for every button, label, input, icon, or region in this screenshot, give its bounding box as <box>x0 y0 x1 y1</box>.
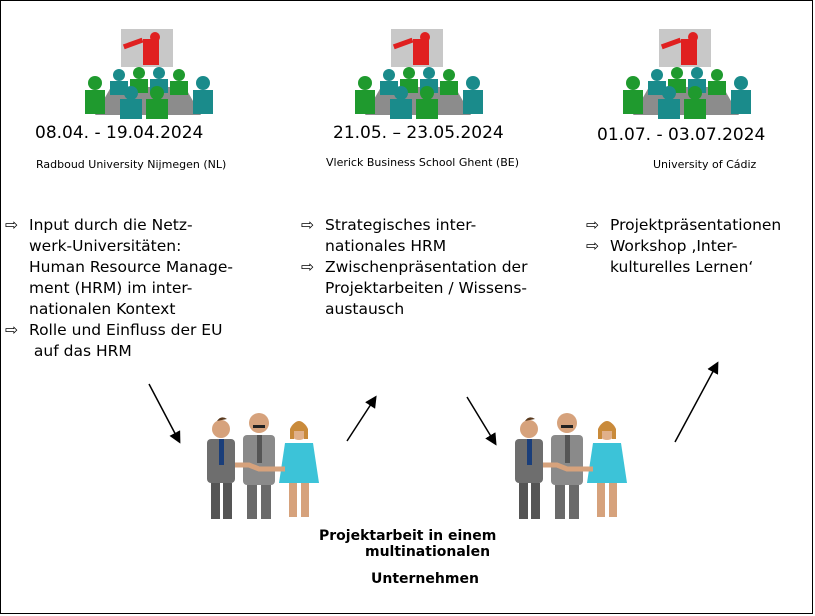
session-3-date: 01.07. - 03.07.2024 <box>597 125 766 145</box>
meeting-clipart-icon <box>355 29 483 119</box>
arrow-up-right-icon <box>674 361 719 443</box>
arrow-right-icon: ⇨ <box>301 216 314 234</box>
topic-item: ⇨Projektpräsentationen <box>586 216 782 234</box>
session-3-topics: ⇨Projektpräsentationen ⇨Workshop ‚Inter-… <box>586 215 781 278</box>
session-2-topics: ⇨Strategisches inter- nationales HRM ⇨Zw… <box>301 215 527 320</box>
caption-line-1: Projektarbeit in einem <box>319 528 497 544</box>
business-people-icon <box>207 413 319 519</box>
session-3-venue: University of Cádiz <box>653 158 757 171</box>
arrow-up-right-icon <box>346 395 377 442</box>
session-2-date: 21.05. – 23.05.2024 <box>333 123 504 143</box>
session-2-venue: Vlerick Business School Ghent (BE) <box>326 156 519 169</box>
topic-item: ⇨Workshop ‚Inter- kulturelles Lernen‘ <box>586 237 754 276</box>
arrow-right-icon: ⇨ <box>5 216 18 234</box>
topic-item: ⇨Input durch die Netz- werk-Universitäte… <box>5 216 233 318</box>
topic-item: ⇨Rolle und Einfluss der EU auf das HRM <box>5 321 223 360</box>
session-1-venue: Radboud University Nijmegen (NL) <box>36 158 227 171</box>
meeting-clipart-icon <box>85 29 213 119</box>
session-1-topics: ⇨Input durch die Netz- werk-Universitäte… <box>5 215 233 362</box>
arrow-right-icon: ⇨ <box>5 321 18 339</box>
arrow-right-icon: ⇨ <box>586 237 599 255</box>
business-people-icon <box>515 413 627 519</box>
caption-line-3: Unternehmen <box>371 571 479 587</box>
topic-item: ⇨Zwischenpräsentation der Projektarbeite… <box>301 258 528 318</box>
arrow-right-icon: ⇨ <box>301 258 314 276</box>
arrow-down-right-icon <box>148 383 181 444</box>
caption-line-2: multinationalen <box>365 544 491 560</box>
arrow-down-right-icon <box>466 396 497 446</box>
meeting-clipart-icon <box>623 29 751 119</box>
arrow-right-icon: ⇨ <box>586 216 599 234</box>
session-1-date: 08.04. - 19.04.2024 <box>35 123 204 143</box>
topic-item: ⇨Strategisches inter- nationales HRM <box>301 216 477 255</box>
